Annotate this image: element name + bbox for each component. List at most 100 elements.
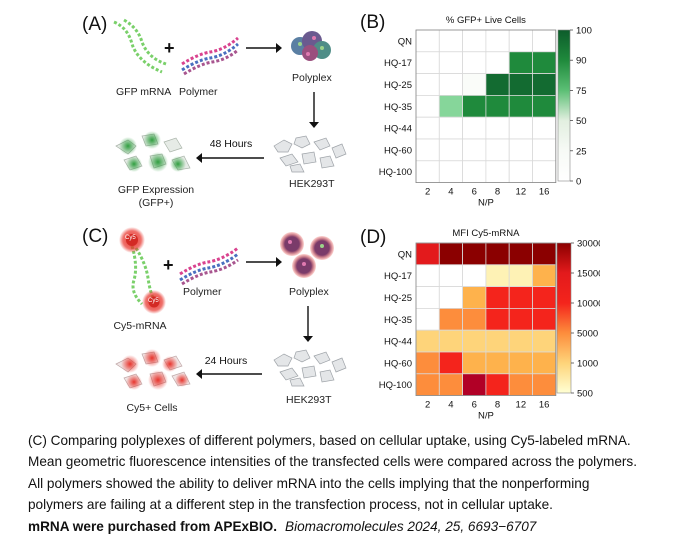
heatmap-cell [532, 116, 557, 140]
polymer-label-c: Polymer [183, 286, 222, 298]
heatmap-cell [415, 29, 440, 53]
x-tick-label: 16 [539, 400, 550, 411]
colorbar-tick-label: 30000 [577, 239, 600, 250]
x-tick-label: 12 [516, 400, 527, 411]
time-label-a: 48 Hours [209, 138, 253, 150]
y-tick-label: HQ-17 [384, 58, 412, 69]
y-tick-label: HQ-25 [384, 80, 412, 91]
plus-sign-a: + [164, 38, 175, 58]
heatmap-cell [508, 73, 533, 96]
heatmap-cell [508, 138, 533, 162]
heatmap-cell [508, 351, 533, 375]
heatmap-cell [485, 307, 510, 331]
heatmap-cell [438, 264, 463, 287]
arrow-right-icon [246, 257, 282, 267]
polymer-illustration-c [179, 246, 239, 286]
heatmap-cell [462, 29, 487, 53]
arrow-left-icon [196, 369, 262, 379]
heatmap-cell [415, 51, 440, 74]
heatmap-cell [438, 160, 463, 184]
x-tick-label: 2 [425, 400, 430, 411]
citation: Biomacromolecules 2024, 25, 6693−6707 [285, 518, 537, 534]
heatmap-cell [485, 373, 510, 396]
heatmap-cell [532, 307, 557, 331]
polyplex-illustration-c [280, 232, 334, 278]
heatmap-cell [485, 351, 510, 375]
y-tick-label: HQ-60 [384, 145, 412, 156]
heatmap-cell [508, 116, 533, 140]
panel-c-letter: (C) [82, 226, 109, 247]
heatmap-cell [462, 116, 487, 140]
heatmap-cell [508, 51, 533, 74]
panel-letter: (B) [360, 12, 385, 33]
heatmap-cell [462, 307, 487, 331]
arrow-down-icon [303, 306, 313, 342]
heatmap-cell [508, 29, 533, 53]
heatmap-cell [508, 329, 533, 353]
heatmap-cell [508, 242, 533, 266]
heatmap-cell [532, 138, 557, 162]
colorbar-tick-label: 25 [576, 146, 587, 157]
heatmap-cell [532, 160, 557, 184]
colorbar-tick-label: 75 [576, 86, 587, 97]
heatmap-cell [532, 51, 557, 74]
heatmap-cell [532, 286, 557, 309]
caption-line: (C) Comparing polyplexes of different po… [28, 433, 631, 448]
heatmap-cell [532, 373, 557, 396]
x-axis-label: N/P [478, 198, 494, 209]
x-tick-label: 6 [472, 400, 477, 411]
x-tick-label: 2 [425, 187, 430, 198]
colorbar-tick-label: 0 [576, 177, 581, 188]
heatmap-cell [508, 160, 533, 184]
heatmap-cell [485, 29, 510, 53]
y-tick-label: QN [398, 36, 412, 47]
hek293t-label-c: HEK293T [286, 394, 332, 406]
chart-title: % GFP+ Live Cells [446, 15, 526, 26]
arrow-left-icon [196, 153, 264, 163]
heatmap-cell [438, 51, 463, 74]
hek293t-cells-c [273, 349, 347, 387]
gfp-positive-label: (GFP+) [138, 197, 174, 209]
heatmap-cell [532, 351, 557, 375]
heatmap-cell [462, 373, 487, 396]
heatmap-cell [508, 286, 533, 309]
heatmap-cell [462, 51, 487, 74]
heatmap-cell [532, 73, 557, 96]
x-tick-label: 16 [539, 187, 550, 198]
y-tick-label: QN [398, 249, 412, 260]
heatmap-cell [462, 73, 487, 96]
heatmap-cell [485, 286, 510, 309]
cy5-dye-label-bottom: Cy5 [148, 298, 159, 304]
heatmap-cell [462, 242, 487, 266]
cy5-dye-label-top: Cy5 [125, 235, 136, 241]
heatmap-cell [508, 307, 533, 331]
gfp-mrna-illustration [113, 18, 167, 74]
x-axis-label: N/P [478, 411, 494, 422]
polyplex-illustration-a [291, 31, 331, 61]
colorbar-tick-label: 1000 [577, 359, 598, 370]
source-statement: mRNA were purchased from APExBIO. [28, 518, 278, 534]
heatmap-cell [438, 95, 463, 118]
heatmap-b: (B)% GFP+ Live CellsQNHQ-17HQ-25HQ-35HQ-… [360, 12, 592, 209]
x-tick-label: 12 [516, 187, 527, 198]
heatmap-cell [415, 160, 440, 184]
heatmap-cell [415, 116, 440, 140]
heatmap-cell [485, 73, 510, 96]
colorbar [556, 242, 572, 394]
y-tick-label: HQ-44 [384, 124, 412, 135]
heatmap-cell [508, 264, 533, 287]
x-tick-label: 4 [448, 187, 453, 198]
colorbar-tick-label: 500 [577, 389, 593, 400]
heatmap-d: (D)MFI Cy5-mRNAQNHQ-17HQ-25HQ-35HQ-44HQ-… [360, 227, 600, 422]
polymer-label-a: Polymer [179, 86, 218, 98]
chart-title: MFI Cy5-mRNA [452, 228, 520, 239]
heatmap-cell [485, 160, 510, 184]
y-tick-label: HQ-100 [379, 167, 412, 178]
y-tick-label: HQ-44 [384, 337, 412, 348]
heatmap-frame [415, 29, 557, 184]
y-tick-label: HQ-35 [384, 315, 412, 326]
heatmap-cell [415, 307, 440, 331]
heatmap-cell [415, 351, 440, 375]
colorbar-tick-label: 5000 [577, 329, 598, 340]
heatmap-cell [438, 351, 463, 375]
